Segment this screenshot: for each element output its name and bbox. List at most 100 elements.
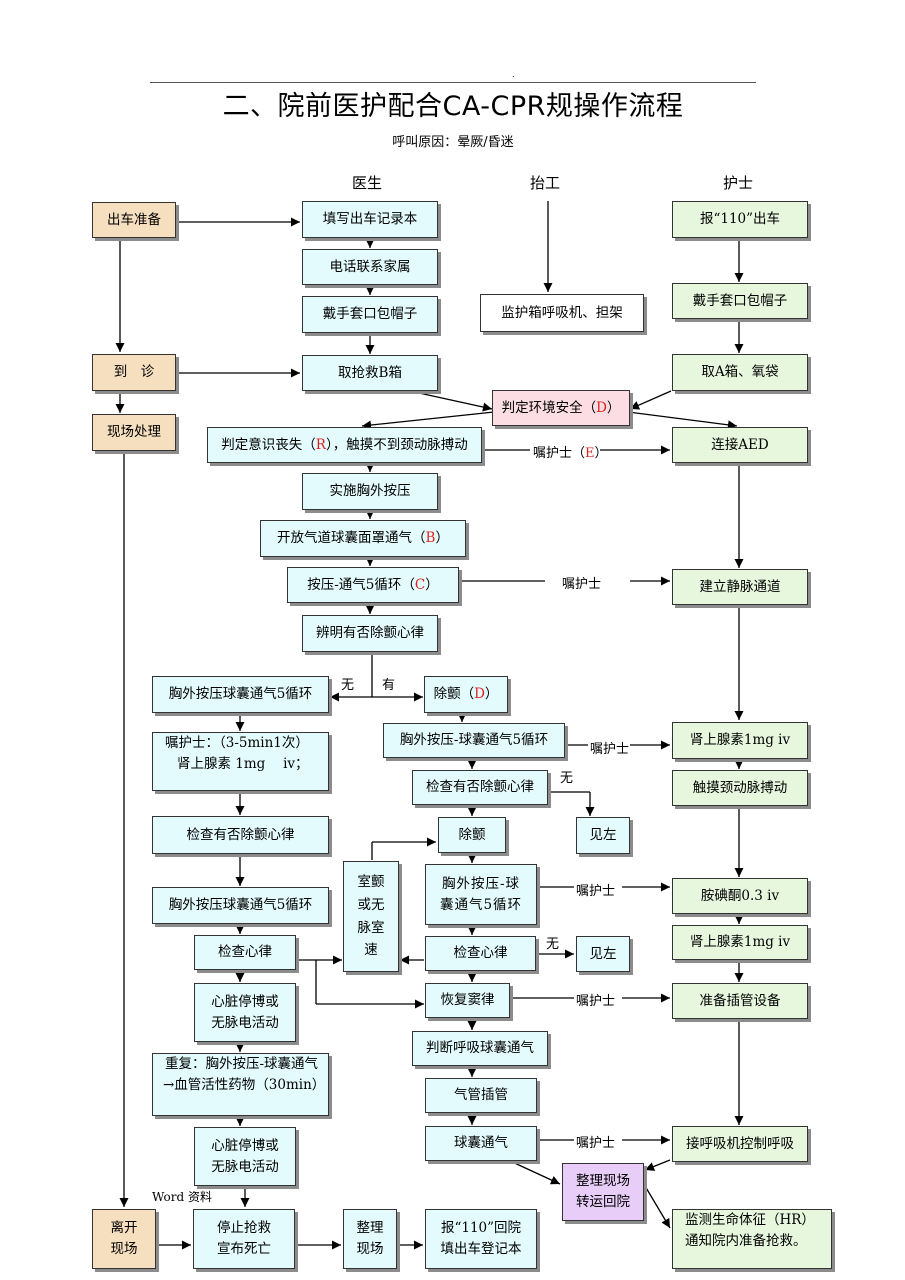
- asystole-2-line1: 心脏停博或: [211, 1137, 279, 1154]
- box-mid-cycle: 胸外按压-球囊通气5循环: [383, 723, 565, 758]
- judge-code: R: [315, 436, 326, 453]
- box-vf: 室颤 或无 脉室 速: [343, 861, 399, 972]
- box-connect-aed: 连接AED: [672, 427, 808, 463]
- airway-end: ）: [435, 530, 449, 547]
- box-porter-monitor: 监护箱呼吸机、担架: [480, 294, 644, 332]
- box-mid-cycle-2: 胸外按压-球 囊通气5循环: [425, 864, 537, 925]
- box-open-airway: 开放气道球囊面罩通气（B）: [260, 520, 466, 557]
- vf-line4: 速: [364, 942, 378, 959]
- instruct-line2: 肾上腺素 1mg iv；: [177, 755, 309, 772]
- box-take-box-b: 取抢救B箱: [302, 355, 438, 391]
- box-judge-breath: 判断呼吸球囊通气: [412, 1031, 548, 1066]
- box-prep: 出车准备: [92, 202, 176, 238]
- column-header-porter: 抬工: [529, 174, 560, 192]
- airway-code: B: [425, 530, 436, 547]
- box-check-rhythm-mid: 检查心律: [425, 936, 536, 971]
- label-instruct-2: 嘱护士: [562, 577, 602, 592]
- vf-line1: 室颤: [357, 873, 385, 890]
- label-instruct-e: 嘱护士（E）: [533, 442, 608, 461]
- label-instruct-5: 嘱护士: [576, 994, 616, 1009]
- tidy-line2: 现场: [356, 1241, 384, 1257]
- asystole-1-line2: 无脉电活动: [211, 1014, 279, 1031]
- defib-code: D: [474, 686, 485, 703]
- box-judge-consciousness: 判定意识丧失（R），触摸不到颈动脉搏动: [207, 427, 482, 463]
- box-arrive: 到 诊: [92, 354, 176, 391]
- box-env-safety: 判定环境安全（D）: [492, 390, 630, 426]
- transfer-line1: 整理现场: [576, 1173, 630, 1190]
- column-header-nurse: 护士: [722, 174, 753, 192]
- asystole-1-line1: 心脏停博或: [211, 993, 279, 1010]
- box-iv-access: 建立静脉通道: [672, 569, 808, 605]
- env-safety-code: D: [596, 399, 607, 416]
- box-leave: 离开 现场: [92, 1209, 156, 1269]
- box-ventilator: 接呼吸机控制呼吸: [672, 1126, 808, 1162]
- column-header-doctor: 医生: [351, 174, 382, 192]
- box-leave-line1: 离开: [110, 1220, 138, 1237]
- box-sinus: 恢复窦律: [425, 983, 510, 1018]
- box-tidy-scene: 整理 现场: [343, 1209, 397, 1269]
- vitals-line1: 监测生命体征（HR）: [685, 1212, 815, 1228]
- box-pulse: 触摸颈动脉搏动: [672, 770, 808, 806]
- airway-text: 开放气道球囊面罩通气（: [277, 530, 426, 547]
- page-title: 二、院前医护配合CA-CPR规操作流程: [222, 91, 684, 122]
- page-subtitle: 呼叫原因：晕厥/昏迷: [392, 135, 514, 150]
- box-check-defib-left: 检查有否除颤心律: [152, 816, 329, 854]
- judge-end: ），触摸不到颈动脉搏动: [325, 436, 468, 453]
- env-safety-end: ）: [606, 399, 621, 416]
- judge-text: 判定意识丧失（: [221, 436, 316, 453]
- asystole-2-line2: 无脉电活动: [211, 1158, 279, 1175]
- cycle-code: C: [414, 576, 426, 593]
- label-instruct-4: 嘱护士: [576, 884, 616, 899]
- label-none-3: 无: [546, 937, 560, 952]
- label-has-1: 有: [382, 678, 396, 693]
- return-line2: 填出车登记本: [440, 1241, 522, 1257]
- box-defib: 除颤（D）: [424, 676, 508, 713]
- box-amiodarone: 胺碘酮0.3 iv: [672, 878, 808, 914]
- box-asystole-1: 心脏停博或 无脉电活动: [194, 983, 296, 1042]
- stop-line1: 停止抢救: [217, 1220, 271, 1237]
- box-left-cycle-2: 胸外按压球囊通气5循环: [152, 887, 329, 924]
- box-report-110: 报“110”出车: [672, 201, 808, 238]
- transfer-line2: 转运回院: [576, 1194, 630, 1210]
- box-nurse-gloves: 戴手套口包帽子: [672, 283, 808, 319]
- box-record: 填写出车记录本: [302, 201, 438, 238]
- mid-cycle-2-line2: 囊通气5循环: [439, 896, 523, 913]
- cycle-end: ）: [425, 576, 439, 593]
- box-leave-line2: 现场: [110, 1241, 138, 1257]
- box-bag: 球囊通气: [425, 1126, 537, 1161]
- box-check-defib-mid: 检查有否除颤心律: [412, 770, 548, 805]
- stop-line2: 宣布死亡: [217, 1241, 271, 1257]
- instruct-e-end: ）: [594, 446, 608, 461]
- tidy-line1: 整理: [356, 1220, 384, 1237]
- box-identify-rhythm: 辨明有否除颤心律: [302, 615, 438, 652]
- box-trach: 气管插管: [425, 1078, 537, 1113]
- box-call-family: 电话联系家属: [302, 249, 438, 285]
- label-none-2: 无: [560, 771, 574, 786]
- header-mark: .: [512, 70, 515, 79]
- label-none-1: 无: [341, 678, 355, 693]
- repeat-line2: →血管活性药物（30min）: [163, 1076, 326, 1093]
- label-word-mark: Word 资料: [152, 1190, 212, 1204]
- box-epi-2: 肾上腺素1mg iv: [672, 925, 808, 960]
- box-see-left-1: 见左: [576, 817, 630, 854]
- defib-end: ）: [484, 686, 499, 703]
- box-instruct-nurse: 嘱护士：（3-5min1次） 肾上腺素 1mg iv；: [152, 732, 329, 791]
- instruct-e-code: E: [585, 446, 595, 461]
- instruct-e-text: 嘱护士（: [533, 446, 586, 461]
- box-doctor-gloves: 戴手套口包帽子: [302, 296, 438, 333]
- return-line1: 报“110”回院: [440, 1220, 522, 1237]
- vitals-line2: 通知院内准备抢救。: [685, 1232, 807, 1249]
- vf-line3: 脉室: [357, 919, 385, 936]
- box-transfer: 整理现场 转运回院: [562, 1163, 644, 1221]
- box-stop-rescue: 停止抢救 宣布死亡: [193, 1209, 295, 1269]
- box-check-rhythm-left: 检查心律: [194, 935, 296, 970]
- box-return: 报“110”回院 填出车登记本: [425, 1209, 537, 1269]
- mid-cycle-2-line1: 胸外按压-球: [441, 875, 521, 892]
- box-defib-2: 除颤: [438, 817, 506, 853]
- box-cycle-5: 按压-通气5循环（C）: [287, 567, 459, 603]
- label-instruct-3: 嘱护士: [590, 742, 630, 757]
- box-epi-1: 肾上腺素1mg iv: [672, 722, 808, 759]
- header-rule: [150, 82, 756, 83]
- cycle-text: 按压-通气5循环（: [307, 576, 415, 593]
- instruct-line1: 嘱护士：（3-5min1次）: [165, 735, 309, 751]
